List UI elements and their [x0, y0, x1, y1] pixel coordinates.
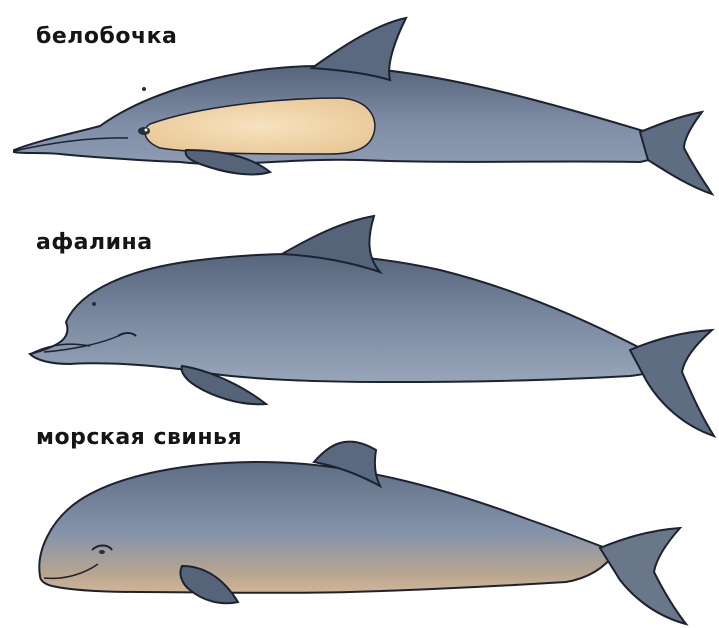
porpoise-body	[39, 462, 616, 593]
porpoise-tail	[600, 528, 686, 624]
